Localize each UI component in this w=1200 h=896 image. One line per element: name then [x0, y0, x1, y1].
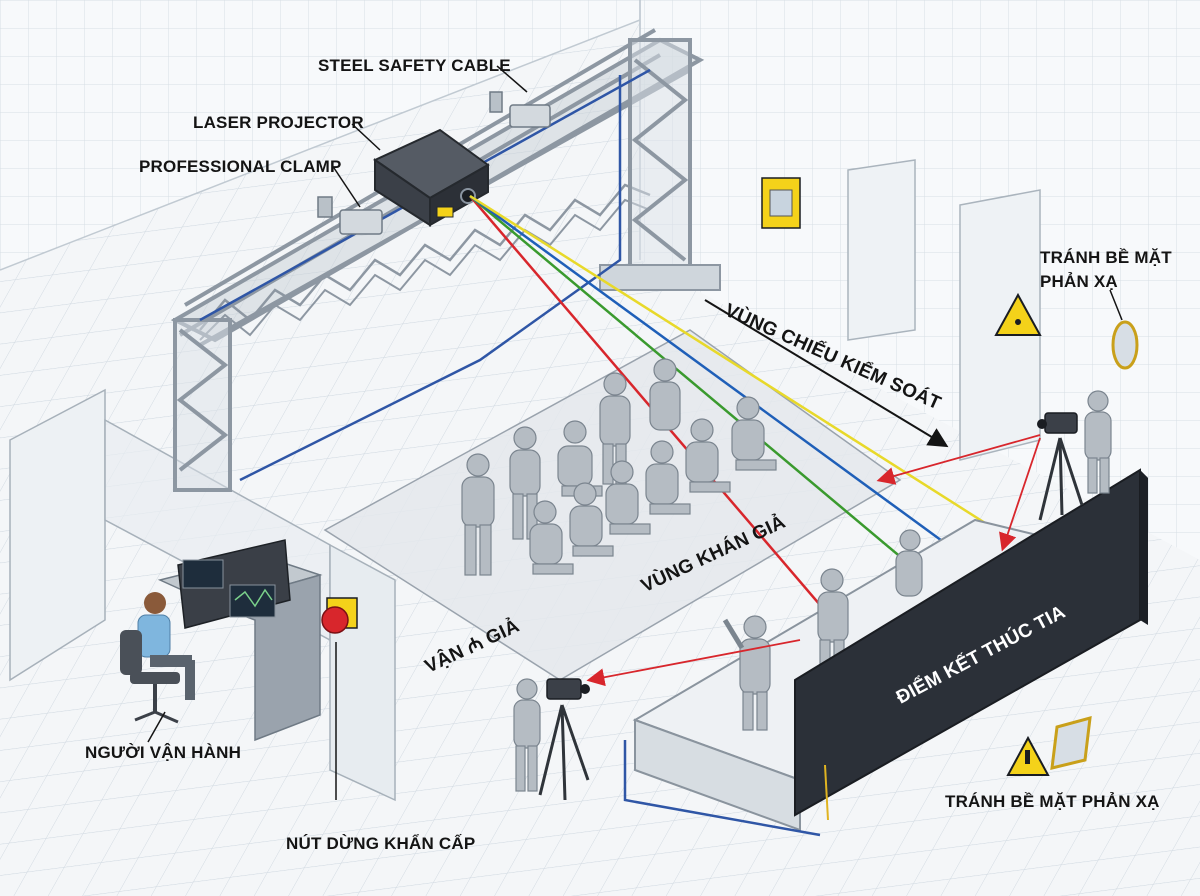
label-steel-safety-cable: STEEL SAFETY CABLE — [318, 56, 511, 75]
beam-green — [469, 195, 941, 591]
laser-beams — [469, 194, 1016, 641]
person — [605, 460, 651, 535]
booth-wall — [9, 388, 106, 682]
person — [722, 615, 771, 731]
professional-clamp — [317, 91, 551, 235]
operator-station — [120, 539, 323, 742]
callout-lines — [147, 65, 1123, 743]
person — [461, 453, 495, 576]
label-operator: NGƯỜI VẬN HÀNH — [85, 743, 242, 762]
person — [569, 482, 614, 557]
mirror-icon — [1111, 320, 1139, 370]
reflection-arrows — [586, 434, 1041, 687]
beam-blue — [469, 194, 976, 567]
back-wall-left — [0, 0, 640, 270]
label-avoid-reflective-line1: TRÁNH BỀ MẶT — [1040, 248, 1172, 267]
mirror-icon — [1050, 715, 1092, 770]
controlled-zone-arrow — [704, 299, 949, 448]
label-avoid-reflective-line2: PHẢN XẠ — [1040, 272, 1118, 291]
person — [685, 418, 731, 493]
label-emergency-stop: NÚT DỪNG KHẨN CẤP — [286, 834, 476, 853]
camera-icon — [546, 678, 582, 700]
door-back — [847, 159, 916, 341]
person — [509, 426, 541, 540]
laser-warning-sign — [761, 177, 801, 229]
booth-side-wall — [329, 543, 396, 802]
audience — [461, 358, 777, 576]
camera-rig-right — [1037, 390, 1112, 521]
laser-projector — [372, 128, 490, 227]
label-laser-projector: LASER PROJECTOR — [193, 113, 364, 132]
performers — [722, 529, 923, 731]
beam-yellow — [469, 194, 1016, 544]
beam-termination-wall — [794, 468, 1148, 821]
person — [649, 358, 681, 431]
person — [529, 500, 574, 575]
person — [645, 440, 691, 515]
label-professional-clamp: PROFESSIONAL CLAMP — [139, 157, 342, 176]
laser-warning-sign — [1006, 735, 1050, 776]
person — [731, 396, 777, 471]
label-avoid-reflective-bottom: TRÁNH BỀ MẶT PHẢN XẠ — [945, 792, 1160, 811]
emergency-stop-button — [321, 597, 358, 800]
person — [895, 529, 923, 597]
laser-warning-sign — [994, 292, 1042, 336]
camera-rig-left — [513, 678, 590, 801]
camera-icon — [1044, 412, 1078, 434]
